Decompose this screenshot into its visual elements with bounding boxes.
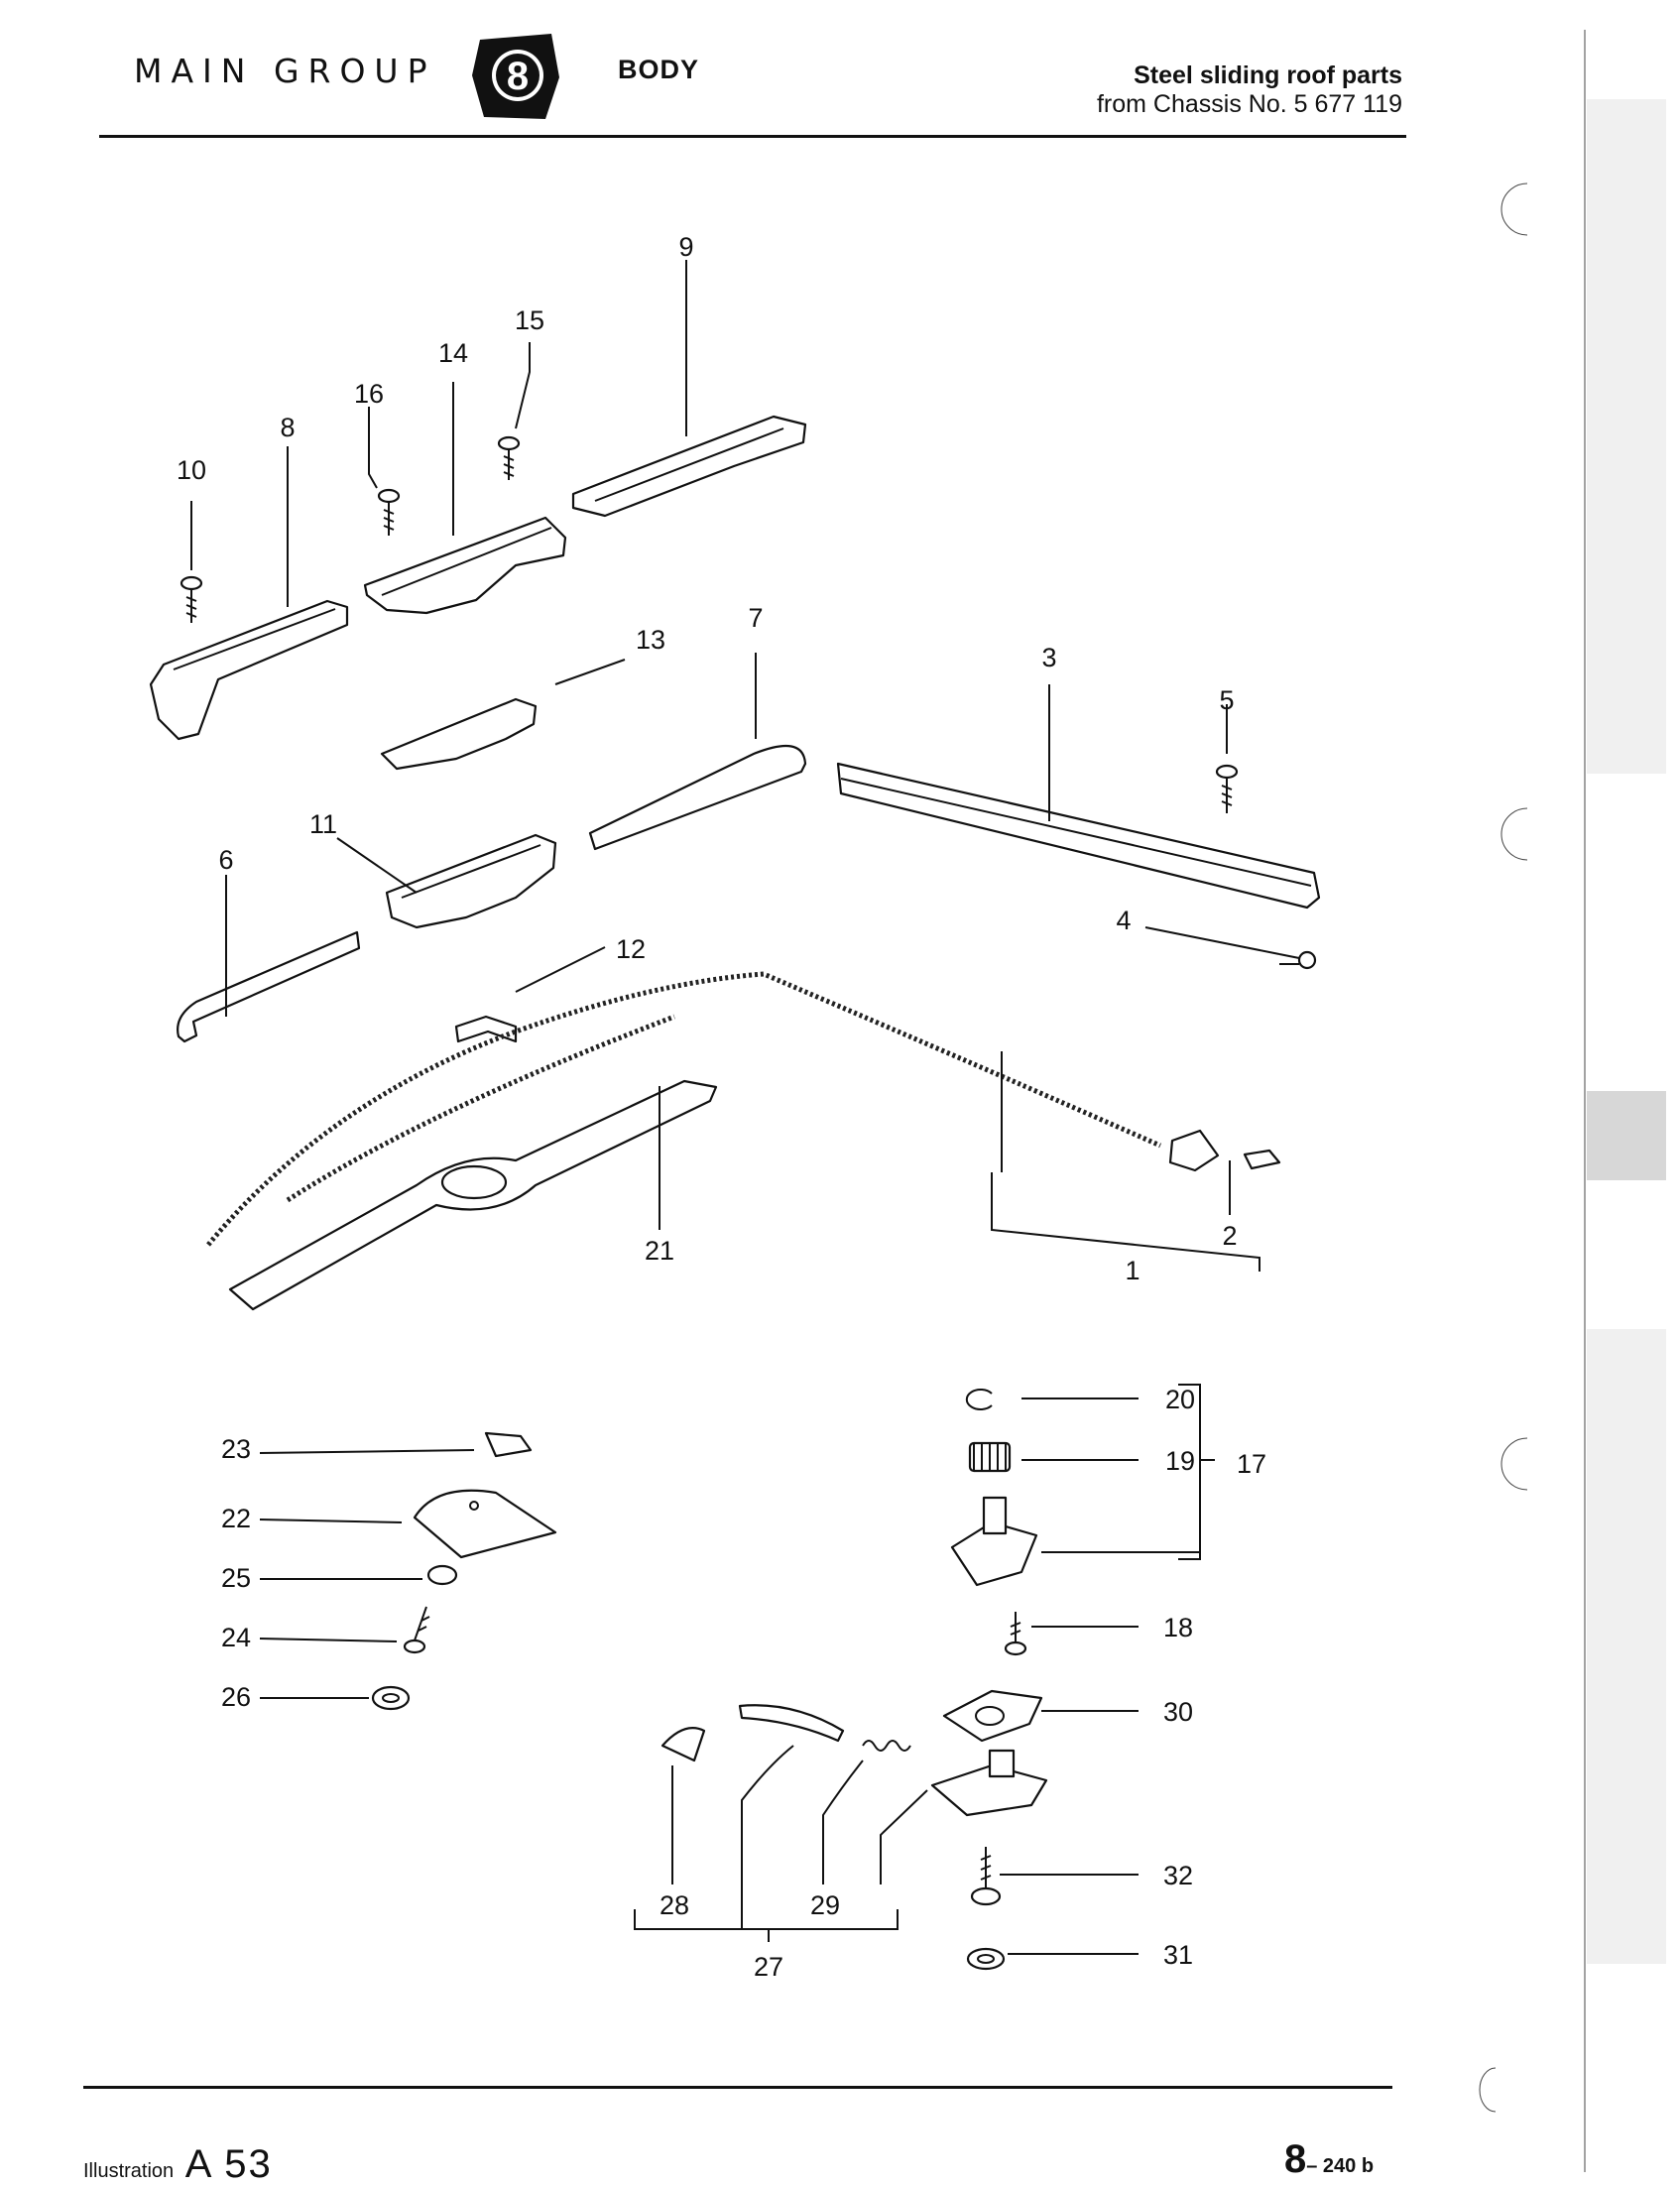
callout-14: 14 xyxy=(438,338,468,368)
part-24-screw xyxy=(403,1606,430,1654)
callout-19: 19 xyxy=(1165,1446,1195,1476)
callout-16: 16 xyxy=(354,379,384,409)
callout-22: 22 xyxy=(221,1504,251,1533)
callout-21: 21 xyxy=(645,1236,674,1266)
part-4-plug xyxy=(1278,950,1317,970)
callout-2: 2 xyxy=(1222,1221,1237,1251)
callout-12: 12 xyxy=(616,934,646,964)
header-rule xyxy=(99,135,1406,138)
part-17-drive-housing xyxy=(950,1496,1038,1587)
callout-4: 4 xyxy=(1116,906,1131,935)
part-29-spring xyxy=(862,1740,911,1752)
part-7-cable-guide-tube xyxy=(588,744,807,851)
callout-11: 11 xyxy=(309,809,337,839)
callout-7: 7 xyxy=(748,603,763,633)
part-19-gear xyxy=(968,1441,1012,1473)
callout-8: 8 xyxy=(280,413,295,442)
illustration-code: A 53 xyxy=(184,2142,273,2186)
part-12-clip xyxy=(454,1015,518,1043)
illustration-label: Illustration xyxy=(83,2160,175,2182)
callout-5: 5 xyxy=(1219,685,1234,715)
callout-13: 13 xyxy=(636,625,665,655)
group-number-badge: 8 xyxy=(466,28,565,125)
callout-18: 18 xyxy=(1163,1613,1193,1642)
part-23-clip xyxy=(484,1431,533,1458)
group-number: 8 xyxy=(507,55,529,98)
part-9-guide-rail xyxy=(571,415,807,518)
callout-20: 20 xyxy=(1165,1385,1195,1414)
section-heading: BODY xyxy=(618,55,700,84)
part-6-cable-guide-tube xyxy=(177,930,361,1043)
callout-17: 17 xyxy=(1237,1449,1266,1479)
callout-3: 3 xyxy=(1041,643,1056,672)
callout-24: 24 xyxy=(221,1623,251,1652)
part-32-screw xyxy=(970,1847,1002,1906)
callout-9: 9 xyxy=(678,232,693,262)
part-18-screw xyxy=(1004,1612,1027,1656)
callout-32: 32 xyxy=(1163,1861,1193,1890)
footer-rule xyxy=(83,2086,1392,2089)
part-31-washer xyxy=(966,1947,1006,1971)
part-30-plate xyxy=(942,1689,1043,1743)
part-21-roof-frame xyxy=(228,1079,718,1311)
callout-27: 27 xyxy=(754,1952,783,1982)
page-number-sub: – 240 b xyxy=(1306,2155,1375,2177)
callout-25: 25 xyxy=(221,1563,251,1593)
callout-28: 28 xyxy=(660,1890,689,1920)
callout-labels: 9 15 14 16 8 10 13 7 3 5 4 11 6 12 21 1 … xyxy=(177,232,1266,1982)
binder-margin xyxy=(1479,30,1666,2172)
part-11-slide-assembly xyxy=(385,833,557,929)
part-27-crank-handle xyxy=(738,1704,845,1743)
part-20-circlip xyxy=(965,1389,993,1410)
callout-1: 1 xyxy=(1125,1256,1140,1285)
callout-10: 10 xyxy=(177,455,206,485)
title-line-2: from Chassis No. 5 677 119 xyxy=(1096,90,1402,118)
callout-6: 6 xyxy=(218,845,233,875)
callout-29: 29 xyxy=(810,1890,840,1920)
part-8-front-guide xyxy=(149,599,349,741)
part-28-knob xyxy=(660,1727,706,1762)
part-crank-base xyxy=(930,1749,1048,1817)
page-title: Steel sliding roof parts from Chassis No… xyxy=(1097,61,1402,119)
callout-30: 30 xyxy=(1163,1697,1193,1727)
title-line-1: Steel sliding roof parts xyxy=(1134,61,1402,89)
leader-lines xyxy=(190,260,1280,1955)
main-group-heading: MAIN GROUP xyxy=(134,52,436,90)
page-number: 8– 240 b xyxy=(1284,2137,1374,2182)
part-16-screw xyxy=(377,488,401,536)
page-number-main: 8 xyxy=(1284,2137,1307,2181)
part-22-cover xyxy=(413,1489,557,1559)
part-3-rear-rail xyxy=(836,762,1321,910)
callout-26: 26 xyxy=(221,1682,251,1712)
part-25-washer xyxy=(426,1564,458,1586)
part-14-rail-bracket xyxy=(363,516,567,615)
part-1-drive-cable-assembly xyxy=(206,971,1281,1247)
illustration-reference: Illustration A 53 xyxy=(83,2142,273,2187)
part-15-screw xyxy=(497,435,521,480)
part-26-washer xyxy=(371,1685,411,1711)
callout-15: 15 xyxy=(515,305,544,335)
callout-23: 23 xyxy=(221,1434,251,1464)
part-10-screw xyxy=(180,575,203,623)
callout-31: 31 xyxy=(1163,1940,1193,1970)
part-13-slide xyxy=(380,697,538,771)
part-5-screw xyxy=(1215,764,1239,813)
